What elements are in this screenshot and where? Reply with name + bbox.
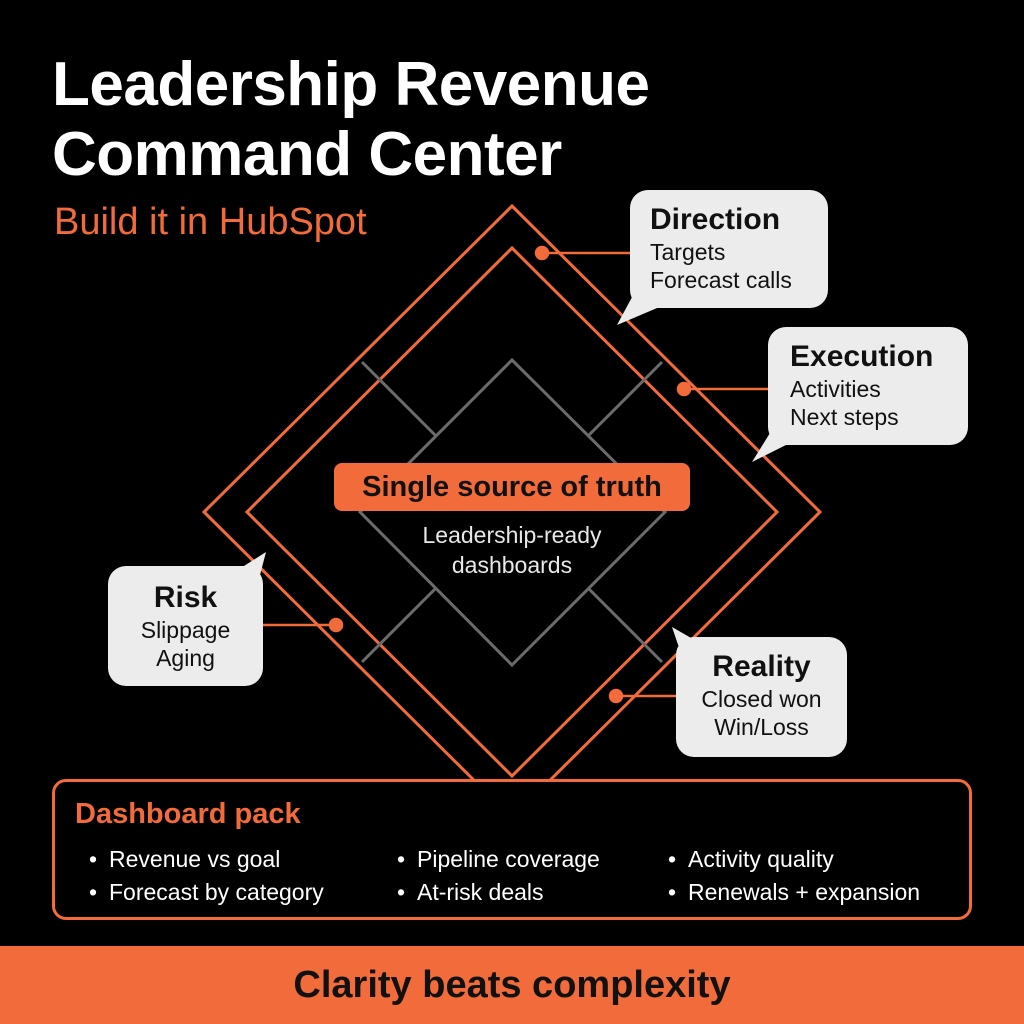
leader-lines [263, 245, 768, 704]
dashboard-pack-item: Pipeline coverage [397, 845, 600, 873]
risk-callout: Risk Slippage Aging [108, 566, 263, 686]
direction-dot [534, 245, 550, 261]
risk-title: Risk [153, 581, 218, 614]
center-label: Single source of truth [334, 463, 690, 511]
dashboard-pack-item: Renewals + expansion [668, 878, 920, 906]
execution-dot [676, 381, 692, 397]
dashboard-pack-item: Forecast by category [89, 878, 324, 906]
reality-line-2: Win/Loss [714, 714, 809, 740]
direction-title: Direction [650, 203, 781, 236]
reality-callout: Reality Closed won Win/Loss [676, 637, 847, 757]
connector-top-right [586, 360, 664, 438]
reality-title: Reality [712, 650, 811, 683]
execution-callout: Execution Activities Next steps [768, 327, 968, 445]
dashboard-pack-title: Dashboard pack [75, 798, 301, 830]
dashboard-pack-item: Revenue vs goal [89, 845, 280, 873]
center-sub-line-1: Leadership-ready [422, 522, 602, 548]
reality-line-1: Closed won [701, 686, 822, 712]
dashboard-pack-panel: Dashboard pack Revenue vs goal Forecast … [52, 779, 972, 920]
connector-top-left [360, 360, 438, 438]
direction-callout: Direction Targets Forecast calls [630, 190, 828, 308]
connector-bottom-right [586, 586, 664, 664]
direction-line-2: Forecast calls [650, 267, 792, 293]
inner-diamond [357, 357, 668, 668]
subtitle: Build it in HubSpot [54, 201, 367, 243]
dashboard-pack-item: At-risk deals [397, 878, 544, 906]
center-sub-line-2: dashboards [451, 552, 573, 578]
execution-line-1: Activities [790, 376, 881, 402]
center-sublabel: Leadership-ready dashboards [362, 520, 662, 580]
middle-diamond [244, 245, 780, 779]
direction-line-1: Targets [650, 239, 726, 265]
title-line-1: Leadership Revenue [52, 50, 650, 119]
risk-dot [328, 617, 344, 633]
connector-bottom-left [360, 586, 438, 664]
execution-title: Execution [790, 340, 934, 373]
footer-banner: Clarity beats complexity [0, 946, 1024, 1024]
risk-line-2: Aging [156, 645, 215, 671]
inner-connectors [360, 360, 664, 664]
risk-line-1: Slippage [140, 617, 231, 643]
reality-dot [608, 688, 624, 704]
title-line-2: Command Center [52, 120, 562, 189]
page-title: Leadership Revenue Command Center [52, 50, 752, 190]
dashboard-pack-item: Activity quality [668, 845, 834, 873]
execution-line-2: Next steps [790, 404, 899, 430]
